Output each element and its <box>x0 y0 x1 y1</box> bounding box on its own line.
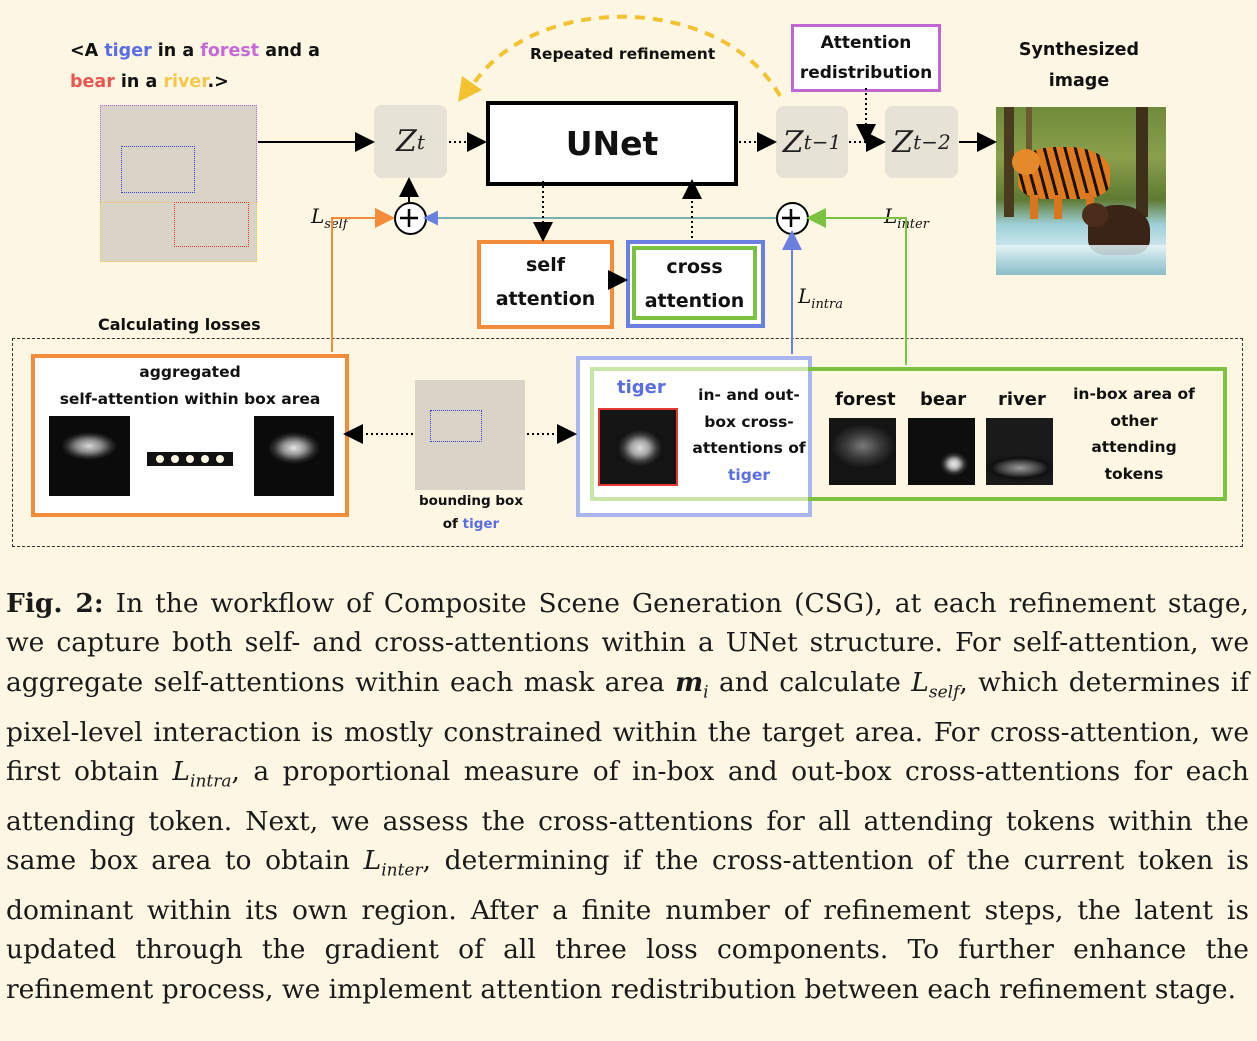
tiger-word-label: tiger <box>617 377 666 398</box>
river-attention-map <box>986 418 1053 485</box>
ellipsis-dots <box>147 452 233 466</box>
calculating-losses-frame <box>12 338 1243 547</box>
bounding-box-image <box>415 380 525 490</box>
river-token-label: river <box>998 389 1046 410</box>
loss-inter-label: Linter <box>884 204 929 232</box>
loss-intra-label: Lintra <box>798 284 844 312</box>
repeated-refinement-label: Repeated refinement <box>530 45 716 63</box>
prompt-word-river: river <box>163 72 208 92</box>
caption-figure-number: Fig. 2: <box>6 588 104 619</box>
layout-mask-image <box>100 105 257 262</box>
bear-attention-map <box>908 418 975 485</box>
figure-caption: Fig. 2: In the workflow of Composite Sce… <box>6 588 1249 1005</box>
tiger-bbox <box>430 410 482 442</box>
tiger-box <box>121 146 195 193</box>
unet-block: UNet <box>486 101 738 186</box>
synthesized-image <box>996 107 1166 275</box>
forest-token-label: forest <box>835 389 896 410</box>
calculating-losses-label: Calculating losses <box>98 315 261 334</box>
bear-box <box>174 202 249 247</box>
prompt-word-tiger: tiger <box>104 41 152 61</box>
self-attention-map-first <box>49 416 130 496</box>
prompt-word-forest: forest <box>200 41 260 61</box>
arrow-loss-self <box>331 208 395 352</box>
self-attention-map-last <box>254 416 334 496</box>
intra-inter-overlap <box>590 367 808 501</box>
arrow-repeated-refinement-head <box>458 76 482 102</box>
forest-attention-map <box>829 418 896 485</box>
sum-circle-right <box>776 202 809 235</box>
prompt-text: <A tiger in a forest and a bear in a riv… <box>70 41 320 92</box>
prompt-word-bear: bear <box>70 72 115 92</box>
loss-self-label: Lself <box>311 204 348 232</box>
bear-token-label: bear <box>920 389 967 410</box>
sum-circle-left <box>394 202 427 235</box>
tiger-cross-attention-map <box>598 408 678 486</box>
